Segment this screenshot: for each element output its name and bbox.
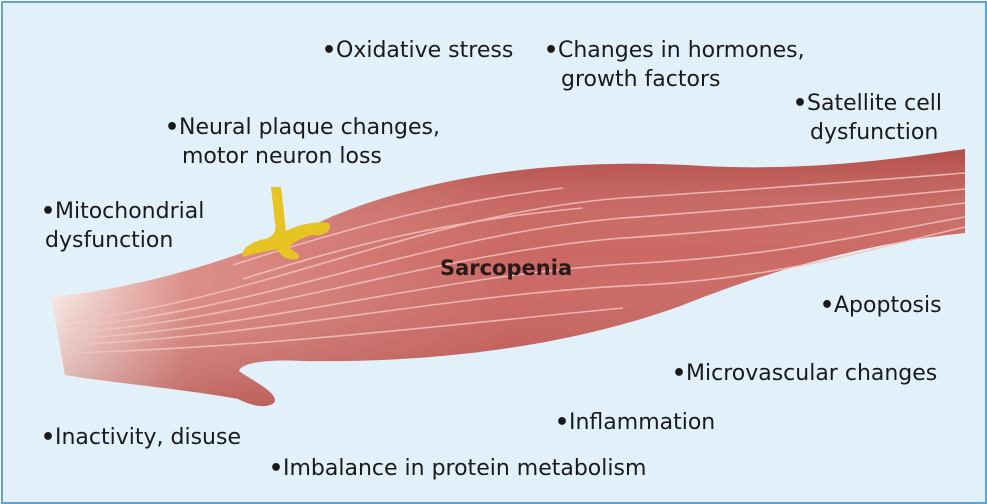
- factor-microvascular: •Microvascular changes: [672, 361, 938, 386]
- factor-hormones: •Changes in hormones,growth factors: [544, 38, 805, 92]
- muscle-illustration: [51, 149, 966, 407]
- muscle-fibers: [64, 172, 966, 354]
- factor-oxidative-stress: •Oxidative stress: [322, 38, 514, 63]
- factor-inflammation: •Inflammation: [555, 410, 716, 435]
- factor-neural: •Neural plaque changes,motor neuron loss: [165, 115, 440, 169]
- nerve-ending: [242, 187, 330, 260]
- factor-inactivity: •Inactivity, disuse: [41, 425, 241, 450]
- factor-protein-metabolism: •Imbalance in protein metabolism: [269, 456, 647, 481]
- diagram-title: Sarcopenia: [440, 256, 573, 280]
- factor-apoptosis: •Apoptosis: [820, 293, 942, 318]
